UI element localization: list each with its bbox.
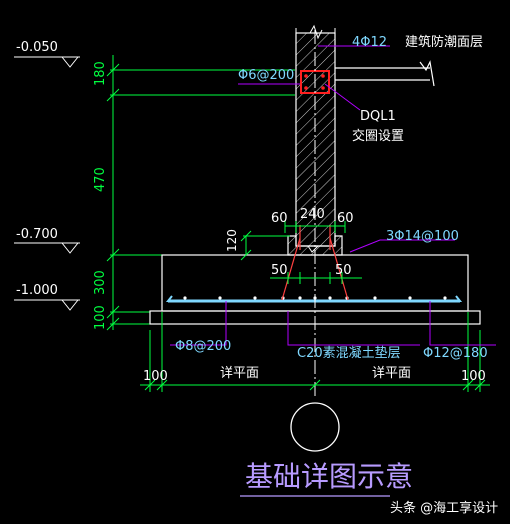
elevation-top-label: -0.050	[16, 40, 58, 55]
label-rebar-top: 4Φ12	[352, 35, 387, 50]
axis-bubble	[290, 402, 340, 452]
bottom-dimension-line	[140, 312, 490, 392]
wall-width-dimensions	[284, 221, 346, 233]
inner-dimensions	[270, 272, 362, 284]
ring-beam-rebars	[304, 74, 325, 90]
dim-60-right: 60	[337, 211, 354, 226]
dim-50-right: 50	[335, 263, 352, 278]
label-mesh-top: 3Φ14@100	[386, 229, 459, 244]
rebar-starters	[299, 225, 331, 250]
dim-60-left: 60	[271, 211, 288, 226]
elevation-mark-top: -0.050	[14, 40, 80, 68]
elevation-mid-label: -0.700	[16, 227, 58, 242]
elevation-mark-bottom: -1.000	[14, 283, 80, 311]
dim-470: 470	[93, 167, 108, 192]
label-floor-layer: 建筑防潮面层	[405, 34, 483, 50]
ext-left-label: 详平面	[220, 366, 259, 381]
floor-slab	[335, 60, 435, 87]
dim-50-left: 50	[271, 263, 288, 278]
dim-180: 180	[93, 61, 108, 86]
label-bottom-right: Φ12@180	[423, 346, 488, 361]
dim-120: 120	[225, 229, 239, 252]
label-cushion: C20素混凝土垫层	[297, 345, 401, 361]
ext-right-label: 详平面	[372, 366, 411, 381]
watermark: 头条 @海工享设计	[390, 500, 498, 516]
elevation-bottom-label: -1.000	[16, 283, 58, 298]
elevation-mark-mid: -0.700	[14, 227, 80, 254]
diagonal-rebars	[281, 237, 349, 301]
dim-300: 300	[93, 270, 108, 295]
dim-240: 240	[300, 207, 325, 222]
vertical-dimension-chain	[106, 55, 295, 331]
label-beam-code: DQL1	[360, 109, 396, 124]
dim-100-vertical: 100	[93, 305, 108, 330]
dim-100-left: 100	[143, 369, 168, 384]
label-bottom-left: Φ8@200	[175, 339, 231, 354]
label-stirrup: Φ6@200	[238, 68, 294, 83]
label-beam-note: 交圈设置	[352, 128, 404, 144]
drawing-caption: 基础详图示意	[245, 460, 413, 493]
dim-100-right: 100	[461, 369, 486, 384]
step-dimension	[240, 230, 290, 261]
leader-lines	[170, 45, 496, 346]
